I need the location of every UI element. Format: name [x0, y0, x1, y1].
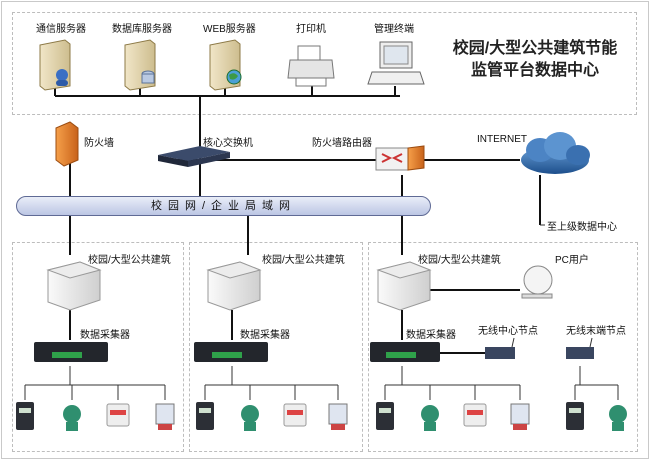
electricity-meter-icon — [16, 402, 34, 430]
meter-icons — [16, 402, 627, 431]
heat-meter-icon — [328, 403, 348, 430]
internet-label: INTERNET — [477, 134, 527, 145]
wireless-end-label: 无线末端节点 — [566, 326, 626, 337]
building-3-label: 校园/大型公共建筑 — [418, 255, 501, 266]
comm-server-label: 通信服务器 — [36, 24, 86, 35]
electricity-meter-icon — [566, 402, 584, 430]
pc-user-icon — [521, 265, 553, 299]
internet-cloud-icon — [521, 132, 590, 174]
meter-lines — [24, 224, 619, 400]
communication-server-icon — [39, 39, 71, 91]
firewall-label: 防火墙 — [84, 138, 114, 149]
building-2-label: 校园/大型公共建筑 — [262, 255, 345, 266]
gas-meter-icon — [463, 403, 487, 427]
gas-meter-icon — [283, 403, 307, 427]
zone-2-region — [189, 242, 363, 452]
firewall-router-icon — [375, 145, 425, 171]
wireless-end-node-icon — [566, 337, 594, 359]
management-terminal-icon — [367, 41, 425, 85]
zone-1-region — [12, 242, 184, 452]
building-3-icon — [376, 261, 432, 311]
web-server-label: WEB服务器 — [203, 24, 256, 35]
water-meter-icon — [609, 405, 627, 431]
title-line-2: 监管平台数据中心 — [470, 62, 599, 79]
firewall-icon — [55, 121, 79, 167]
pc-user-label: PC用户 — [555, 255, 589, 266]
gas-meter-icon — [106, 403, 130, 427]
wireless-center-label: 无线中心节点 — [478, 326, 538, 337]
title-line-1: 校园/大型公共建筑节能 — [452, 40, 618, 57]
collector-3-label: 数据采集器 — [406, 330, 456, 341]
water-meter-icon — [63, 405, 81, 431]
zone-3-region — [368, 242, 638, 452]
water-meter-icon — [241, 405, 259, 431]
building-1-label: 校园/大型公共建筑 — [88, 255, 171, 266]
heat-meter-icon — [510, 403, 530, 430]
data-center-region — [12, 12, 637, 115]
core-switch-icon — [158, 146, 230, 167]
database-server-icon — [124, 39, 156, 91]
electricity-meter-icon — [196, 402, 214, 430]
wireless-center-node-icon — [485, 337, 515, 359]
collector-2-label: 数据采集器 — [240, 330, 290, 341]
building-2-icon — [206, 261, 262, 311]
terminal-label: 管理终端 — [374, 24, 414, 35]
electricity-meter-icon — [376, 402, 394, 430]
core-switch-label: 核心交换机 — [203, 138, 253, 149]
diagram-title: 校园/大型公共建筑节能 监管平台数据中心 — [435, 38, 635, 82]
firewall-router-label: 防火墙路由器 — [312, 138, 372, 149]
web-server-icon — [209, 39, 242, 91]
lan-bus: 校园网/企业局域网 — [16, 196, 431, 216]
data-collector-3-icon — [370, 342, 440, 362]
heat-meter-icon — [155, 403, 175, 430]
building-1-icon — [46, 261, 102, 311]
printer-label: 打印机 — [296, 24, 326, 35]
data-collector-2-icon — [194, 342, 268, 362]
connection-lines — [54, 86, 541, 354]
upper-center-label: 至上级数据中心 — [547, 222, 617, 233]
data-collector-1-icon — [34, 342, 108, 362]
water-meter-icon — [421, 405, 439, 431]
printer-icon — [287, 45, 335, 87]
db-server-label: 数据库服务器 — [112, 24, 172, 35]
collector-1-label: 数据采集器 — [80, 330, 130, 341]
